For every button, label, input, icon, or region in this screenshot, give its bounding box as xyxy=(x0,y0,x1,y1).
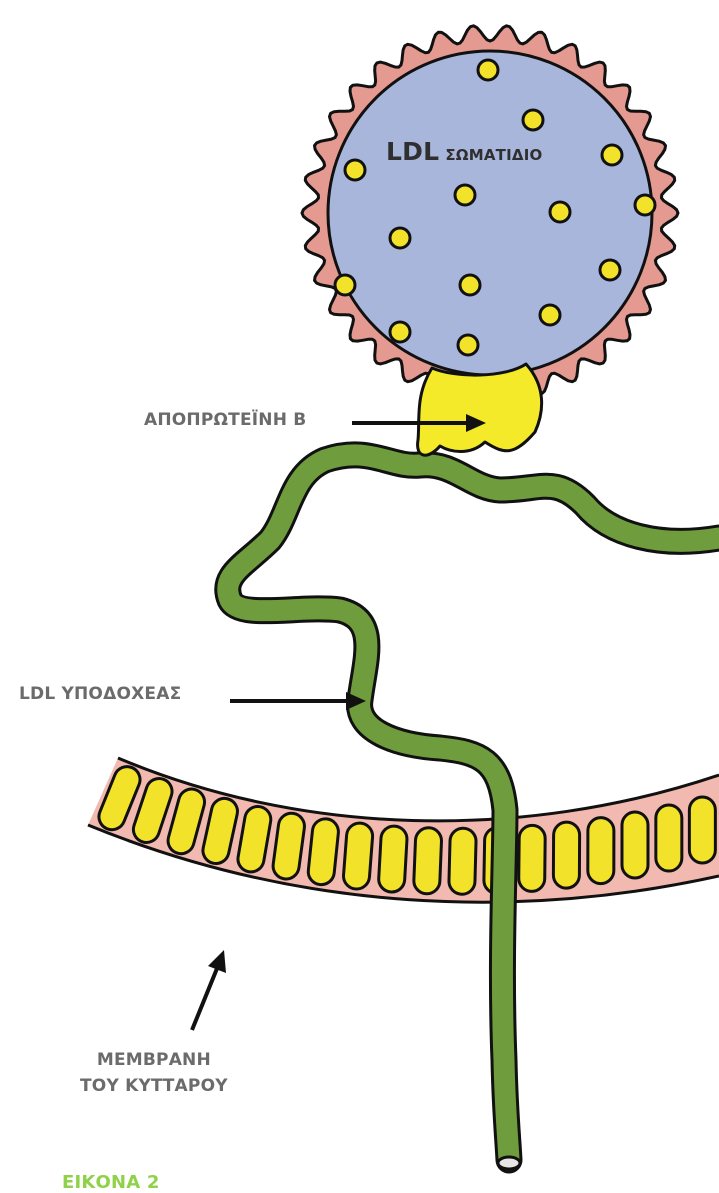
apoprotein-b xyxy=(418,364,542,455)
lipid-dot xyxy=(600,260,620,280)
lipid-dot xyxy=(540,305,560,325)
membrane-label-line2: ΤΟΥ ΚΥΤΤΑΡΟΥ xyxy=(80,1073,228,1099)
lipid-dot xyxy=(478,60,498,80)
membrane-lipid xyxy=(553,822,579,888)
arrow-membrane xyxy=(192,950,226,1030)
membrane-lipid xyxy=(307,818,340,886)
membrane-lipid xyxy=(378,825,408,892)
membrane-lipid xyxy=(622,812,648,878)
lipid-dot xyxy=(550,202,570,222)
arrow-receptor xyxy=(230,692,366,710)
ldl-particle-label: LDL ΣΩΜΑΤΙΔΙΟ xyxy=(386,137,542,166)
lipid-dot xyxy=(635,195,655,215)
lipid-dot xyxy=(390,322,410,342)
lipid-dot xyxy=(345,160,365,180)
receptor-label: LDL ΥΠΟΔΟΧΕΑΣ xyxy=(19,684,181,704)
lipid-dot xyxy=(455,185,475,205)
lipid-dot xyxy=(335,275,355,295)
membrane-lipid xyxy=(343,822,374,890)
membrane-lipid xyxy=(413,827,442,894)
membrane-lipid xyxy=(689,797,715,863)
membrane-lipid xyxy=(588,818,614,884)
membrane-lipid xyxy=(656,805,682,871)
lipid-dot xyxy=(390,228,410,248)
membrane-lipid xyxy=(449,828,477,895)
membrane-lipid xyxy=(519,825,546,891)
membrane-label: ΜΕΜΒΡΑΝΗ ΤΟΥ ΚΥΤΤΑΡΟΥ xyxy=(80,1047,228,1099)
ldl-particle-subtitle: ΣΩΜΑΤΙΔΙΟ xyxy=(445,146,542,164)
membrane-label-line1: ΜΕΜΒΡΑΝΗ xyxy=(80,1047,228,1073)
ldl-receptor-end xyxy=(498,1157,520,1169)
lipid-dot xyxy=(602,145,622,165)
ldl-particle-core xyxy=(328,51,652,375)
lipid-dot xyxy=(460,275,480,295)
apoprotein-label: ΑΠΟΠΡΩΤΕΪΝΗ Β xyxy=(144,410,306,430)
lipid-dot xyxy=(458,335,478,355)
ldl-particle-name: LDL xyxy=(386,137,439,166)
lipid-dot xyxy=(523,110,543,130)
figure-caption: ΕΙΚΟΝΑ 2 xyxy=(62,1172,160,1193)
